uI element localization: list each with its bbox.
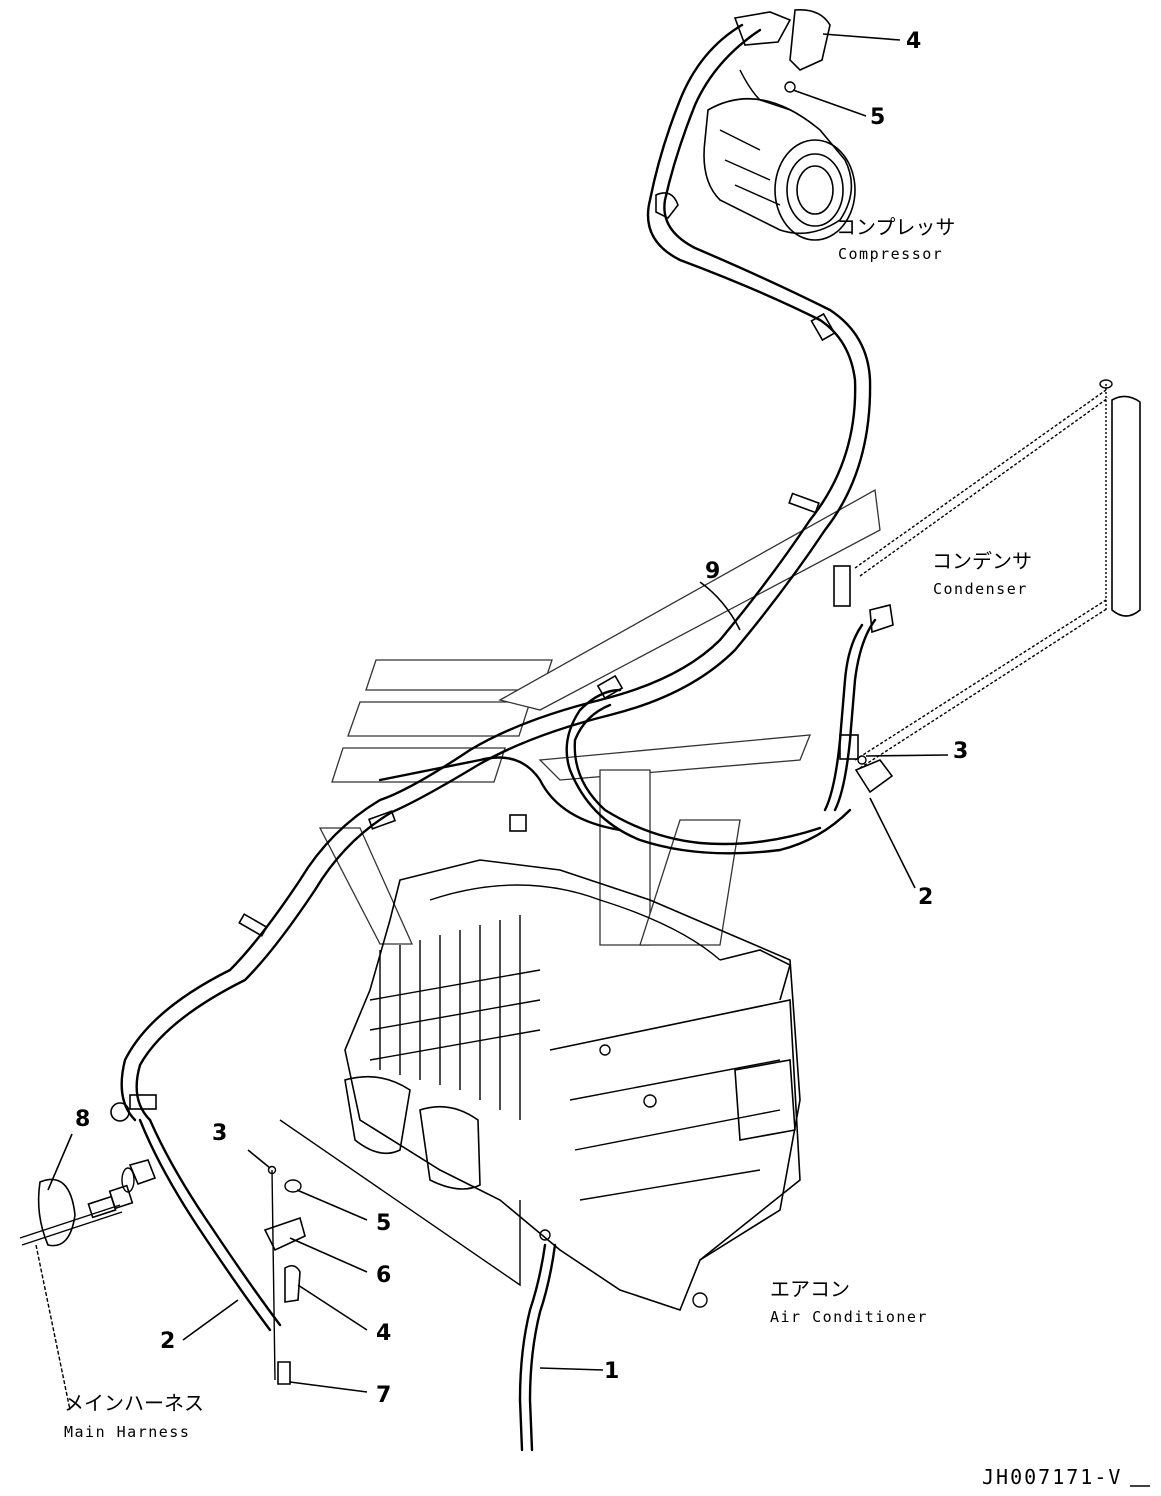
drawing-id: JH007171-V bbox=[982, 1465, 1122, 1489]
leader-lines bbox=[47, 33, 949, 1393]
explosion-lines bbox=[271, 1119, 521, 1381]
main-harness-label-en: Main Harness bbox=[64, 1423, 190, 1441]
condenser bbox=[854, 379, 1141, 769]
callout-4-bottom: 4 bbox=[376, 1321, 391, 1346]
callout-numbers: 4 5 9 3 2 8 3 5 6 2 4 1 7 bbox=[75, 29, 968, 1408]
condenser-label-jp: コンデンサ bbox=[932, 549, 1032, 573]
callout-3-right: 3 bbox=[953, 739, 968, 764]
callout-5-bottom: 5 bbox=[376, 1211, 391, 1236]
watermark-logo bbox=[318, 488, 881, 946]
callout-6: 6 bbox=[376, 1263, 391, 1288]
fitting-parts bbox=[110, 1102, 306, 1385]
compressor bbox=[703, 69, 856, 241]
callout-9: 9 bbox=[705, 559, 720, 584]
main-harness-connector bbox=[19, 1178, 134, 1411]
callout-2-right: 2 bbox=[918, 885, 933, 910]
refrigerant-hoses bbox=[120, 23, 877, 1332]
drain-hose-1 bbox=[518, 1243, 557, 1452]
air-conditioner-label-jp: エアコン bbox=[770, 1277, 850, 1301]
compressor-label-jp: コンプレッサ bbox=[836, 215, 955, 239]
callout-4-top: 4 bbox=[906, 29, 921, 54]
callout-3-left: 3 bbox=[212, 1121, 227, 1146]
callout-5-top: 5 bbox=[870, 105, 885, 130]
air-conditioner-unit bbox=[344, 859, 801, 1311]
air-conditioner-label-en: Air Conditioner bbox=[770, 1308, 928, 1326]
callout-7: 7 bbox=[376, 1383, 391, 1408]
callout-8: 8 bbox=[75, 1107, 90, 1132]
condenser-label-en: Condenser bbox=[933, 580, 1028, 598]
callout-2-left: 2 bbox=[160, 1329, 175, 1354]
callout-1: 1 bbox=[604, 1359, 619, 1384]
compressor-fittings bbox=[655, 8, 894, 794]
compressor-label-en: Compressor bbox=[838, 245, 943, 263]
component-labels: コンプレッサ Compressor コンデンサ Condenser エアコン A… bbox=[64, 215, 1032, 1441]
main-harness-label-jp: メインハーネス bbox=[64, 1391, 204, 1415]
